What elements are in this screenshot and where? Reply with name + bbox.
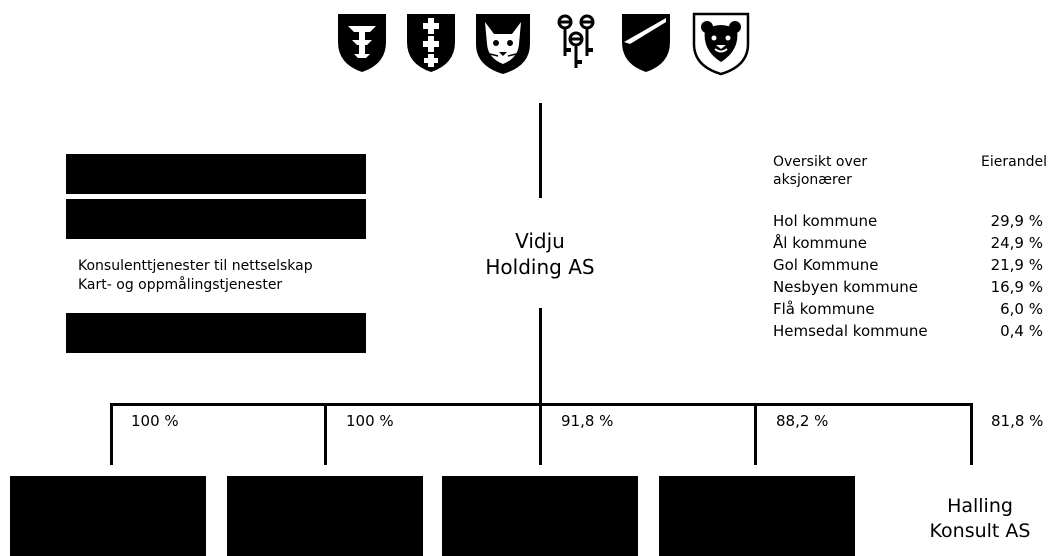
ownership-percent-2: 100 % [346,412,394,430]
redacted-subsidiary-4 [659,476,855,556]
redacted-subsidiary-1 [10,476,206,556]
wing-shield-icon [622,14,670,72]
shareholder-name: Nesbyen kommune [773,278,918,296]
subsidiary-connector-4 [754,403,757,465]
shareholder-name: Ål kommune [773,234,867,252]
subsidiary-connector-3 [539,403,542,465]
bear-shield-icon [692,12,750,76]
shareholders-header-line2: aksjonærer [773,172,852,188]
company-name-line2: Konsult AS [929,520,1031,542]
holding-top-connector [539,103,542,198]
subsidiary-connector-5 [970,403,973,465]
shareholder-share: 21,9 % [990,256,1043,274]
shareholders-header: Oversikt over aksjonærer [773,153,867,189]
ownership-percent-1: 100 % [131,412,179,430]
shareholder-name: Hemsedal kommune [773,322,928,340]
shareholder-share: 0,4 % [1000,322,1043,340]
share-column-header: Eierandel [981,154,1047,170]
subsidiary-connector-2 [324,403,327,465]
anvil-shield-icon [338,14,386,72]
service-line-2: Kart- og oppmålingstjenester [78,277,283,293]
service-line-1: Konsulenttjenester til nettselskap [78,258,313,274]
shareholder-share: 16,9 % [990,278,1043,296]
shareholder-name: Gol Kommune [773,256,879,274]
shareholder-share: 29,9 % [990,212,1043,230]
keys-icon [557,14,595,68]
ownership-percent-3: 91,8 % [561,412,614,430]
company-name-line1: Halling [947,495,1013,517]
shareholder-name: Hol kommune [773,212,878,230]
holding-company-name: Vidju Holding AS [470,228,610,280]
lynx-shield-icon [476,14,530,74]
shareholders-header-line1: Oversikt over [773,154,868,170]
redacted-subsidiary-2 [227,476,423,556]
services-description: Konsulenttjenester til nettselskap Kart-… [78,257,313,295]
shareholder-share: 6,0 % [1000,300,1043,318]
redacted-box-1 [66,154,366,194]
shareholder-name: Flå kommune [773,300,875,318]
subsidiary-connector-1 [110,403,113,465]
holding-name-line1: Vidju [515,229,565,253]
subsidiary-company-name: Halling Konsult AS [900,494,1060,544]
redacted-box-2 [66,199,366,239]
cross-shield-icon [407,14,455,72]
shareholder-share: 24,9 % [990,234,1043,252]
redacted-subsidiary-3 [442,476,638,556]
redacted-box-3 [66,313,366,353]
ownership-percent-4: 88,2 % [776,412,829,430]
holding-name-line2: Holding AS [485,255,595,279]
holding-bottom-connector [539,308,542,405]
ownership-percent-5: 81,8 % [991,412,1044,430]
